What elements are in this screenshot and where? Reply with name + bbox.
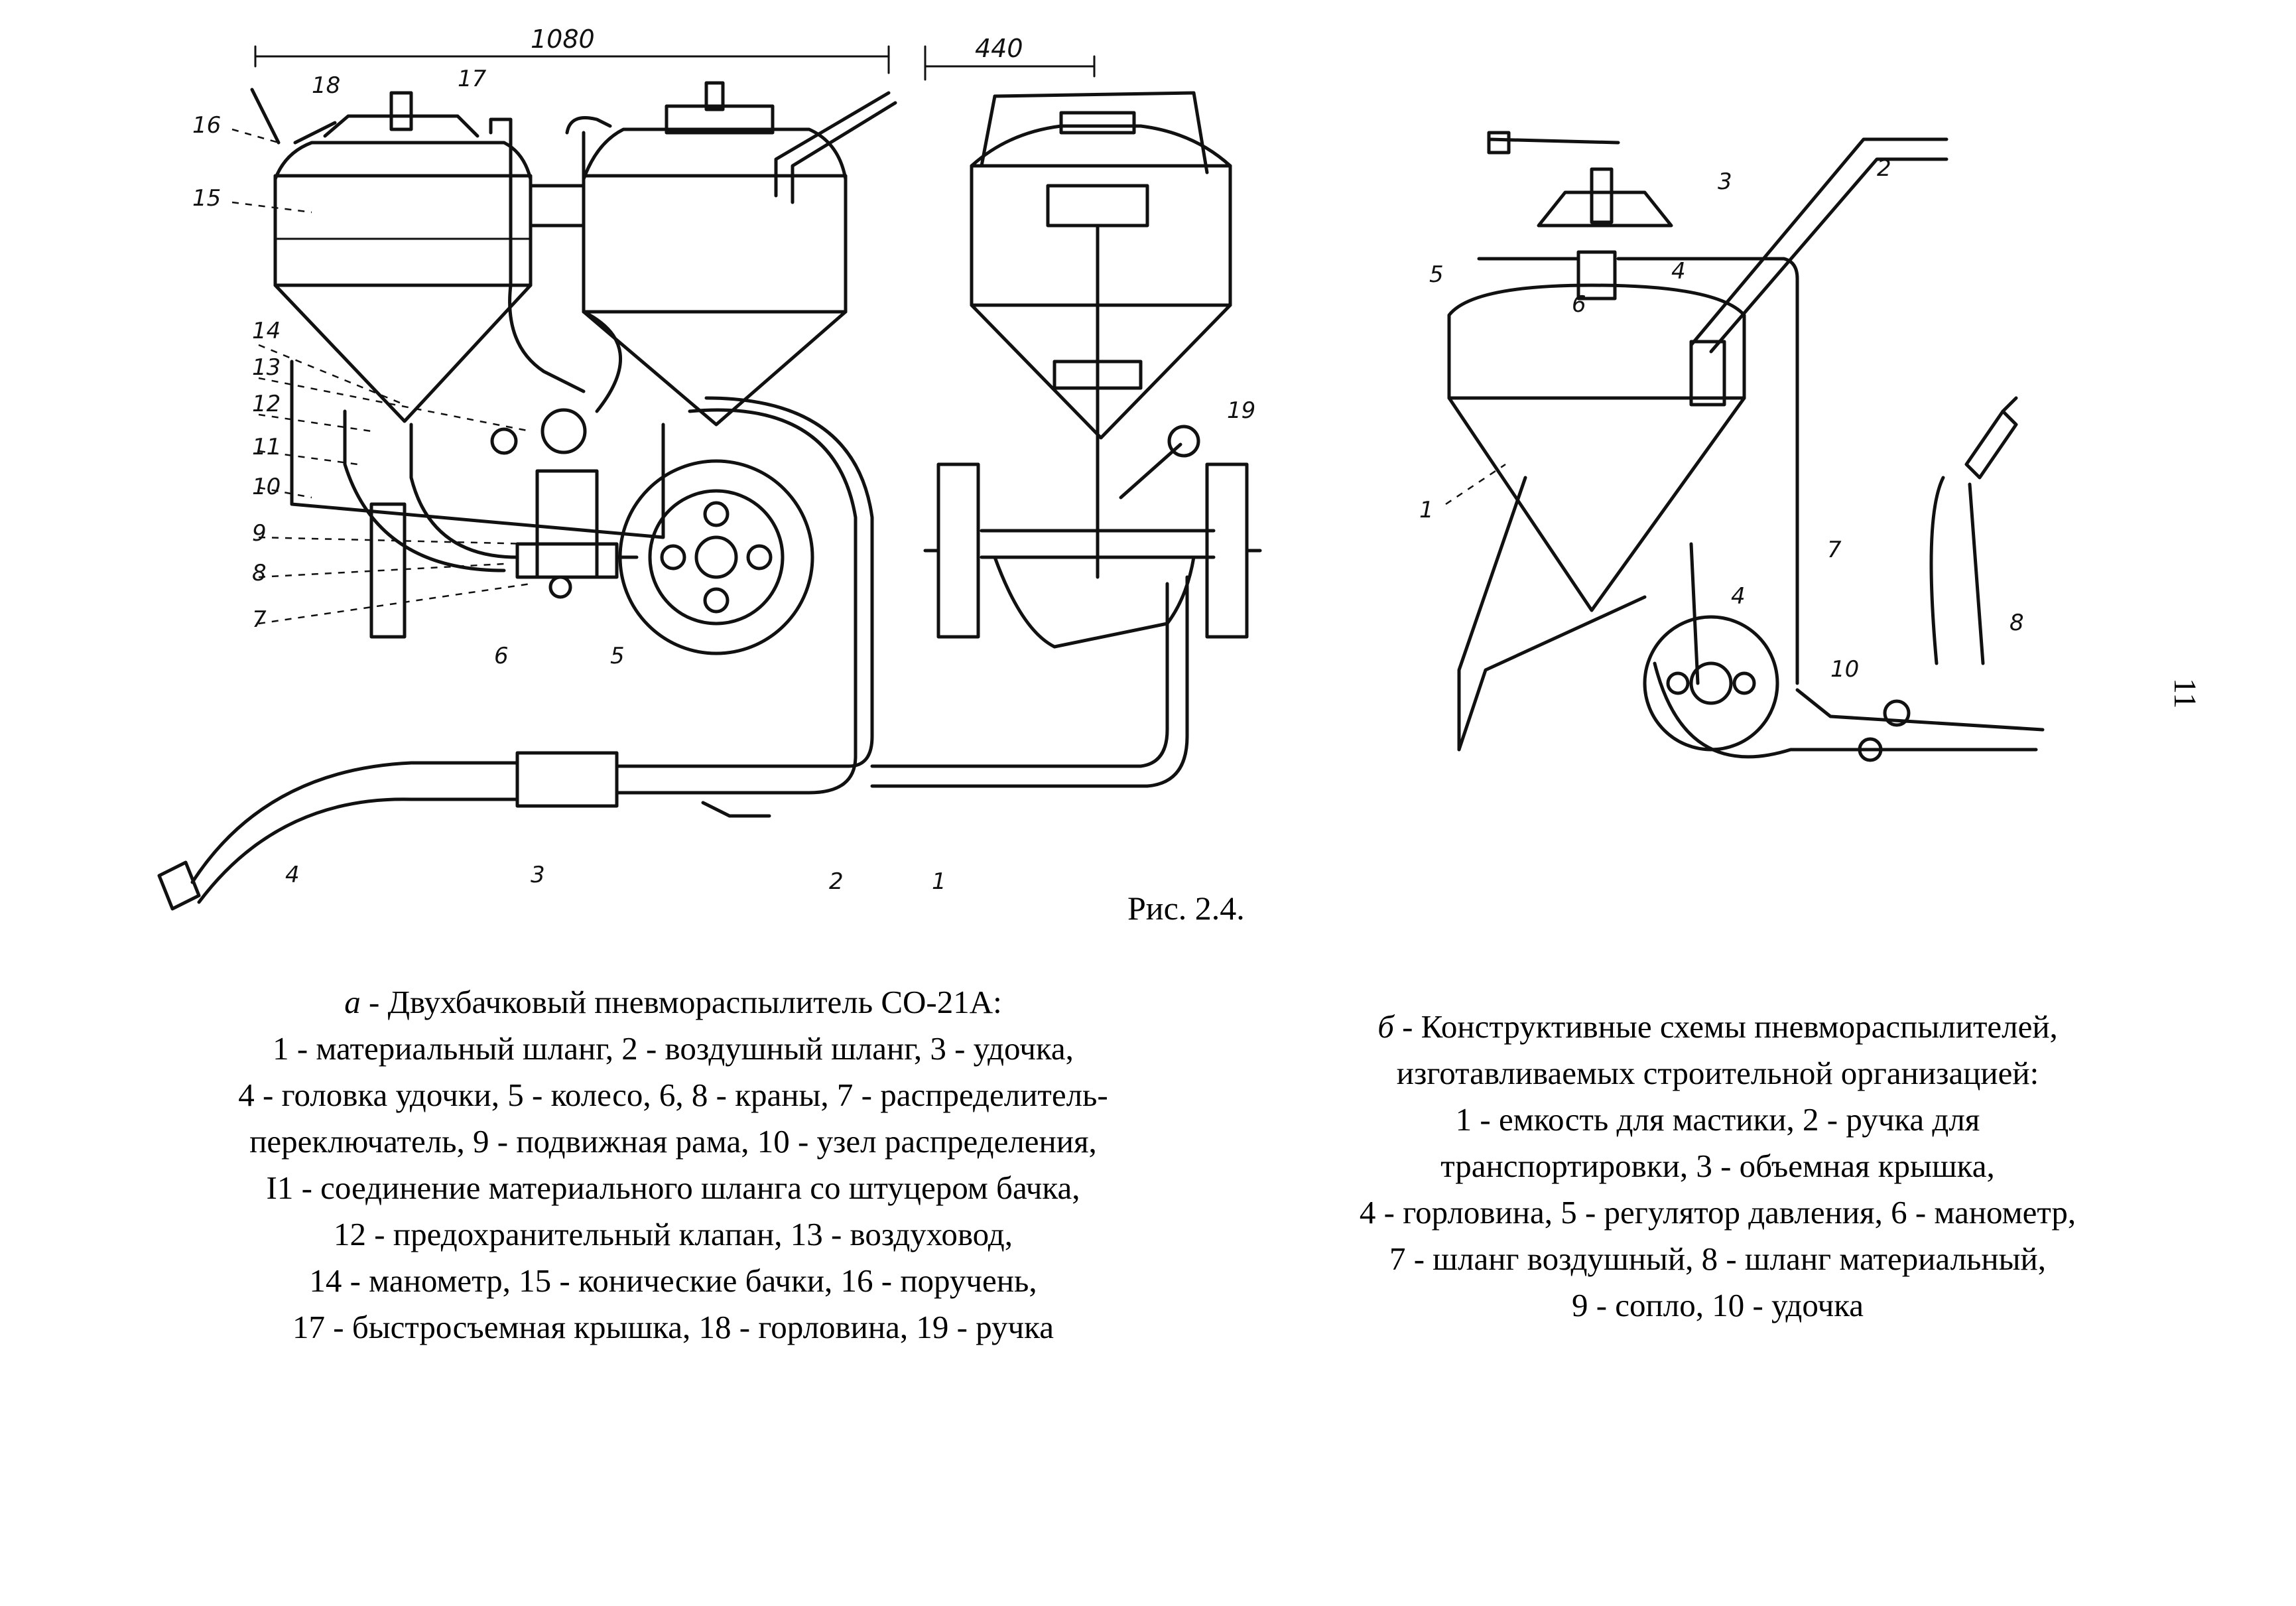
label-19: 19 [1227,397,1255,424]
label-b-3: 3 [1718,168,1732,195]
lance-head [157,860,201,911]
label-6: 6 [494,643,509,669]
technical-drawing: 1080 440 [157,25,2045,911]
caption-b-line: 7 - шланг воздушный, 8 - шланг материаль… [1389,1240,2047,1277]
label-5: 5 [610,643,625,669]
dimension-label-440: 440 [975,34,1023,63]
figure-caption: Рис. 2.4. [1127,890,1245,927]
caption-a: а - Двухбачковый пневмораспылитель СО-21… [143,979,1204,1351]
caption-a-line: I1 - соединение материального шланга со … [266,1170,1080,1206]
label-14: 14 [252,318,281,344]
single-tank-sprayer-view [1447,131,2045,762]
caption-a-title-line: а - Двухбачковый пневмораспылитель СО-21… [143,979,1204,1026]
label-4: 4 [285,862,300,888]
label-b-1: 1 [1419,497,1434,523]
caption-b-line: 4 - горловина, 5 - регулятор давления, 6… [1359,1194,2076,1231]
label-3: 3 [531,862,545,888]
label-b-4: 4 [1671,258,1686,285]
caption-a-line: 12 - предохранительный клапан, 13 - возд… [334,1216,1013,1252]
caption-a-title: - Двухбачковый пневмораспылитель СО-21А: [360,984,1002,1020]
caption-a-line: 4 - головка удочки, 5 - колесо, 6, 8 - к… [238,1077,1108,1113]
label-17: 17 [458,66,487,92]
two-tank-sprayer-front-view [157,81,1189,911]
label-b-6: 6 [1572,291,1586,318]
label-b-8: 8 [2009,610,2024,636]
caption-a-line: 14 - манометр, 15 - конические бачки, 16… [309,1262,1037,1299]
label-1: 1 [932,868,946,895]
caption-b-title-line: б - Конструктивные схемы пневмораспылите… [1214,1004,2222,1050]
label-13: 13 [252,354,281,381]
label-15: 15 [192,185,221,212]
caption-b-title: - Конструктивные схемы пневмораспылителе… [1393,1008,2058,1045]
two-tank-sprayer-side-view [923,91,1262,649]
caption-b: б - Конструктивные схемы пневмораспылите… [1214,1004,2222,1329]
caption-a-line: переключатель, 9 - подвижная рама, 10 - … [249,1123,1097,1160]
caption-b-line: 1 - емкость для мастики, 2 - ручка для [1455,1101,1980,1138]
sprayer-drawing-svg: 1080 440 [157,25,2045,911]
page-number: 11 [2167,678,2202,709]
caption-b-line: 9 - сопло, 10 - удочка [1571,1287,1864,1323]
label-7: 7 [252,606,267,633]
label-2: 2 [829,868,844,895]
label-16: 16 [192,112,221,139]
caption-a-line: 1 - материальный шланг, 2 - воздушный шл… [273,1030,1074,1067]
label-b-10: 10 [1830,656,1859,683]
caption-b-line: изготавливаемых строительной организацие… [1396,1055,2039,1091]
caption-b-line: транспортировки, 3 - объемная крышка, [1440,1148,1995,1184]
label-12: 12 [252,391,281,417]
label-b-2: 2 [1877,155,1891,182]
lance-handle [515,751,619,808]
dimension-label-1080: 1080 [531,25,595,54]
label-b-5: 5 [1429,261,1444,288]
label-11: 11 [252,434,281,460]
label-18: 18 [312,72,340,99]
caption-a-mark: а [344,984,361,1020]
wheel-b [1643,615,1779,752]
label-10: 10 [252,474,281,500]
label-9: 9 [252,520,267,547]
caption-a-line: 17 - быстросъемная крышка, 18 - горловин… [292,1309,1054,1345]
caption-b-mark: б [1377,1008,1394,1045]
label-b-7: 7 [1827,537,1842,563]
label-8: 8 [252,560,267,586]
label-b-4-lower: 4 [1731,583,1746,610]
